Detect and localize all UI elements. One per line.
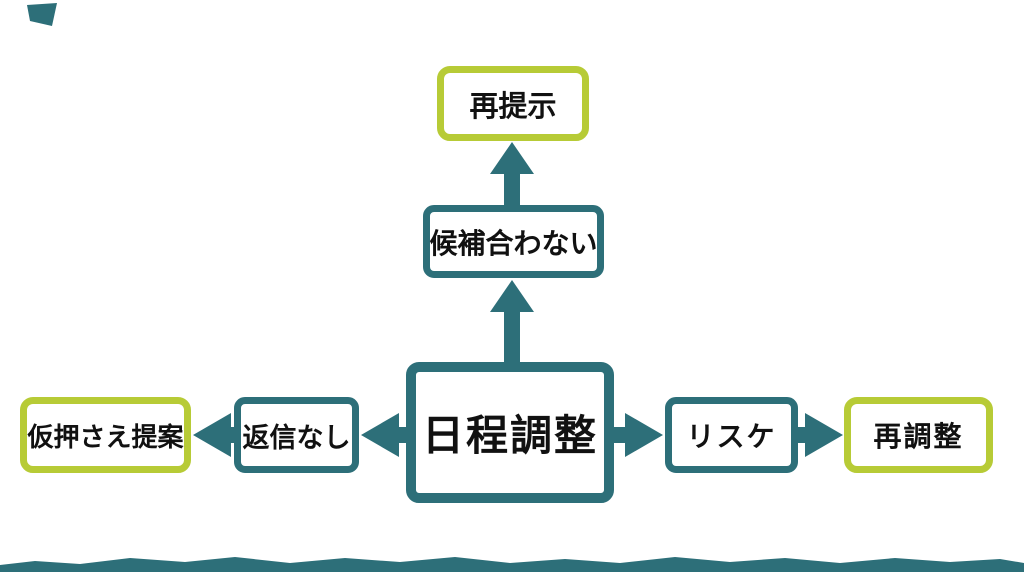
arrow-center-to-candidates-icon — [490, 280, 534, 367]
bottom-torn-strip-decoration — [0, 557, 1024, 572]
node-candidates-no-match: 候補合わない — [423, 205, 604, 278]
arrow-reschedule-to-readjust-icon — [793, 413, 843, 457]
top-left-brush-mark-decoration — [27, 3, 57, 26]
node-tentative-hold-proposal-label: 仮押さえ提案 — [27, 421, 184, 452]
arrow-noreply-to-tentativehold-icon — [193, 413, 239, 457]
node-tentative-hold-proposal: 仮押さえ提案 — [20, 397, 191, 473]
arrow-center-to-reschedule-icon — [609, 413, 663, 457]
node-readjust: 再調整 — [844, 397, 993, 473]
node-readjust-label: 再調整 — [873, 421, 964, 452]
node-no-reply-label: 返信なし — [242, 422, 351, 453]
node-no-reply: 返信なし — [234, 397, 359, 473]
node-reschedule-label: リスケ — [686, 421, 777, 452]
arrow-candidates-to-represent-icon — [490, 142, 534, 211]
node-re-present-label: 再提示 — [469, 90, 557, 123]
node-reschedule: リスケ — [665, 397, 798, 473]
arrow-center-to-noreply-icon — [361, 413, 411, 457]
node-candidates-no-match-label: 候補合わない — [429, 227, 598, 259]
node-schedule-adjustment: 日程調整 — [406, 362, 614, 503]
node-schedule-adjustment-label: 日程調整 — [421, 412, 598, 459]
node-re-present: 再提示 — [437, 66, 589, 141]
